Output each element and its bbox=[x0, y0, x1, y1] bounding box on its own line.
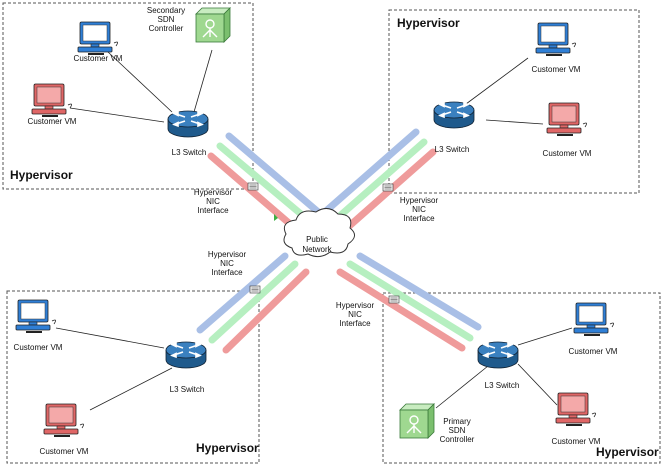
hypervisor-title-top-right: Hypervisor bbox=[397, 16, 460, 30]
link-br-controller bbox=[435, 365, 489, 409]
link-bl-vm-top bbox=[55, 327, 165, 349]
nic-label-line2: NIC bbox=[220, 259, 234, 268]
hypervisor-box-top-right bbox=[388, 9, 640, 194]
nic-label-line2: NIC bbox=[348, 310, 362, 319]
nic-label-line1: Hypervisor bbox=[336, 301, 375, 310]
link-tl-vm-top bbox=[107, 51, 173, 113]
link-bl-vm-bottom bbox=[89, 367, 173, 411]
nic-label-line3: Interface bbox=[403, 214, 435, 223]
vm-label-bl-bottom: Customer VM bbox=[40, 447, 89, 456]
nic-marker-icon bbox=[274, 214, 278, 221]
sdn-controller-icon bbox=[195, 7, 231, 43]
nic-label-line3: Interface bbox=[339, 319, 371, 328]
computer-monitor-icon bbox=[573, 302, 615, 337]
public-network-label-line2: Network bbox=[302, 245, 332, 254]
tube-bundle-top-right bbox=[314, 128, 437, 240]
sdn-controller-icon bbox=[399, 403, 435, 439]
router-icon bbox=[433, 101, 475, 129]
computer-monitor-icon bbox=[77, 21, 119, 56]
nic-label-line3: Interface bbox=[197, 206, 229, 215]
nic-label-line1: Hypervisor bbox=[194, 188, 233, 197]
controller-label-tl-line3: Controller bbox=[149, 24, 184, 33]
vm-label-br-top: Customer VM bbox=[569, 347, 618, 356]
controller-label-tl-line2: SDN bbox=[158, 15, 175, 24]
vm-label-tl-top: Customer VM bbox=[74, 54, 123, 63]
nic-interface-icon bbox=[247, 182, 259, 191]
switch-label-tl: L3 Switch bbox=[172, 148, 207, 157]
link-tr-vm-top bbox=[465, 57, 529, 105]
computer-monitor-icon bbox=[555, 392, 597, 427]
link-br-vm-top bbox=[517, 327, 573, 346]
vm-label-tl-bottom: Customer VM bbox=[28, 117, 77, 126]
hypervisor-title-bottom-right: Hypervisor bbox=[596, 445, 659, 459]
computer-monitor-icon bbox=[546, 102, 588, 137]
switch-label-tr: L3 Switch bbox=[435, 145, 470, 154]
hypervisor-box-top-left bbox=[2, 2, 254, 190]
nic-label-line1: Hypervisor bbox=[208, 250, 247, 259]
nic-label-top-left: Hypervisor NIC Interface bbox=[194, 188, 233, 215]
link-tl-vm-bottom bbox=[69, 107, 165, 123]
nic-label-bottom-right: Hypervisor NIC Interface bbox=[336, 301, 375, 328]
hypervisor-box-bottom-left bbox=[6, 290, 260, 464]
vm-label-tr-bottom: Customer VM bbox=[543, 149, 592, 158]
nic-label-top-right: Hypervisor NIC Interface bbox=[400, 196, 439, 223]
computer-monitor-icon bbox=[43, 403, 85, 438]
router-icon bbox=[165, 341, 207, 369]
nic-label-line2: NIC bbox=[206, 197, 220, 206]
nic-interface-icon bbox=[382, 183, 394, 192]
computer-monitor-icon bbox=[31, 83, 73, 118]
router-icon bbox=[167, 110, 209, 138]
vm-label-tr-top: Customer VM bbox=[532, 65, 581, 74]
nic-label-line1: Hypervisor bbox=[400, 196, 439, 205]
nic-label-line2: NIC bbox=[412, 205, 426, 214]
nic-interface-icon bbox=[249, 285, 261, 294]
cloud-icon bbox=[283, 208, 355, 258]
hypervisor-title-bottom-left: Hypervisor bbox=[196, 441, 259, 455]
public-network-label-line1: Public bbox=[306, 235, 328, 244]
router-icon bbox=[477, 341, 519, 369]
hypervisor-box-bottom-right bbox=[382, 292, 661, 464]
vm-label-br-bottom: Customer VM bbox=[552, 437, 601, 446]
computer-monitor-icon bbox=[535, 22, 577, 57]
controller-label-tl-line1: Secondary bbox=[147, 6, 185, 15]
switch-label-br: L3 Switch bbox=[485, 381, 520, 390]
hypervisor-title-top-left: Hypervisor bbox=[10, 168, 73, 182]
link-tr-vm-bottom bbox=[485, 119, 544, 125]
switch-label-bl: L3 Switch bbox=[170, 385, 205, 394]
tube-bundle-bottom-left bbox=[196, 252, 310, 354]
nic-interface-icon bbox=[388, 295, 400, 304]
nic-label-bottom-left: Hypervisor NIC Interface bbox=[208, 250, 247, 277]
link-br-vm-bottom bbox=[517, 363, 558, 406]
controller-label-br-line1: Primary bbox=[443, 417, 471, 426]
controller-label-br-line2: SDN bbox=[449, 426, 466, 435]
controller-label-br-line3: Controller bbox=[440, 435, 475, 444]
nic-label-line3: Interface bbox=[211, 268, 243, 277]
vm-label-bl-top: Customer VM bbox=[14, 343, 63, 352]
link-tl-controller bbox=[193, 49, 213, 113]
tube-bundle-bottom-right bbox=[336, 252, 482, 352]
computer-monitor-icon bbox=[15, 299, 57, 334]
